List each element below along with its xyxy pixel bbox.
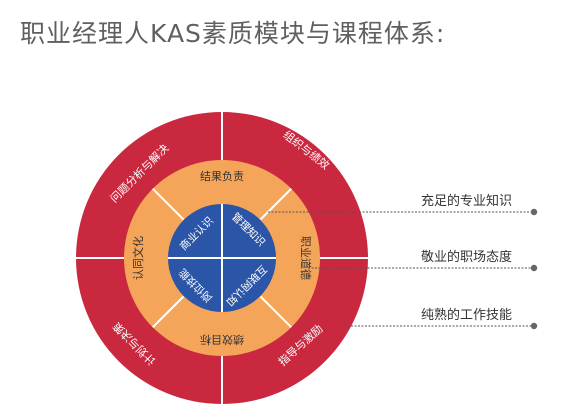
leader-dot-inner: [530, 208, 538, 216]
middle-label-goals: 绩效目标: [200, 333, 244, 347]
leader-dots: [530, 208, 538, 330]
page-title: 职业经理人KAS素质模块与课程体系:: [20, 19, 446, 48]
leader-lines: [268, 211, 534, 327]
leader-dot-middle: [530, 264, 538, 272]
middle-label-culture: 认同文化: [131, 236, 145, 280]
outer-dividers: [76, 112, 368, 404]
middle-dividers: [151, 187, 293, 329]
middle-label-results: 结果负责: [200, 169, 244, 183]
inner-dividers: [168, 204, 276, 312]
leader-dot-outer: [530, 322, 538, 330]
legend-label-middle: 敬业的职场态度: [421, 249, 512, 265]
middle-label-ethics: 职业道德: [299, 236, 313, 280]
legend-label-inner: 充足的专业知识: [421, 193, 512, 209]
legend-label-outer: 纯熟的工作技能: [421, 307, 512, 323]
